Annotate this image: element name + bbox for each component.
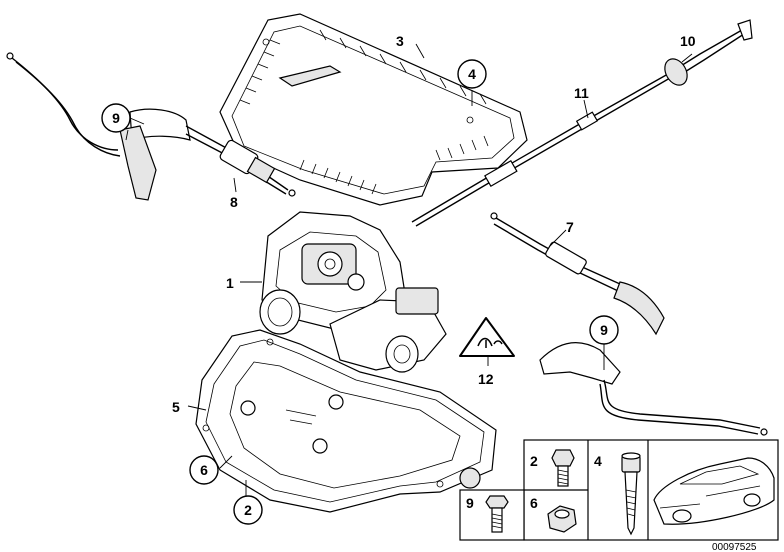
callout-9-left: 9 bbox=[101, 103, 131, 133]
callout-5-label: 5 bbox=[172, 399, 180, 415]
warning-label-part-12 bbox=[459, 317, 515, 357]
callout-12-label: 12 bbox=[478, 371, 494, 387]
bracket-right bbox=[539, 342, 768, 436]
callout-7-label: 7 bbox=[566, 219, 574, 235]
callout-10-label: 10 bbox=[680, 33, 696, 49]
callout-4-label: 4 bbox=[468, 66, 476, 82]
document-number: 00097525 bbox=[712, 542, 757, 552]
oil-pan-part-5 bbox=[195, 329, 497, 513]
callout-2-label: 2 bbox=[244, 502, 252, 518]
callout-4: 4 bbox=[457, 59, 487, 89]
callout-11-label: 11 bbox=[574, 85, 589, 101]
callout-9-right-label: 9 bbox=[600, 322, 608, 338]
flange-bolt-icon bbox=[485, 495, 509, 533]
cable-part-11 bbox=[411, 73, 671, 227]
housing-cover-part-3 bbox=[219, 13, 528, 206]
hex-bolt-icon bbox=[551, 449, 575, 487]
leader-lines bbox=[125, 43, 693, 498]
callout-8: 8 bbox=[230, 194, 238, 210]
legend-cell-9-label: 9 bbox=[466, 495, 474, 511]
callout-9-left-label: 9 bbox=[112, 110, 120, 126]
fastener-legend: 2 4 9 6 bbox=[459, 439, 779, 541]
cable-part-7 bbox=[490, 212, 665, 336]
cable-end-part-10 bbox=[664, 19, 753, 86]
callout-3: 3 bbox=[396, 33, 404, 49]
hex-nut-icon bbox=[547, 505, 577, 533]
legend-cell-2-label: 2 bbox=[530, 453, 538, 469]
callout-2: 2 bbox=[233, 495, 263, 525]
callout-12: 12 bbox=[478, 371, 494, 387]
shift-cable-assembly bbox=[6, 52, 296, 201]
legend-cell-6-label: 6 bbox=[530, 495, 538, 511]
callout-6: 6 bbox=[189, 455, 219, 485]
vehicle-silhouette-icon bbox=[653, 457, 775, 525]
callout-8-label: 8 bbox=[230, 194, 238, 210]
socket-head-screw-icon bbox=[621, 452, 641, 536]
callout-1-label: 1 bbox=[226, 275, 234, 291]
callout-5: 5 bbox=[172, 399, 180, 415]
callout-3-label: 3 bbox=[396, 33, 404, 49]
callout-6-label: 6 bbox=[200, 462, 208, 478]
callout-10: 10 bbox=[680, 33, 696, 49]
callout-1: 1 bbox=[226, 275, 234, 291]
legend-cell-4-label: 4 bbox=[594, 453, 602, 469]
callout-11: 11 bbox=[574, 85, 589, 101]
actuator-unit-part-1 bbox=[259, 211, 447, 373]
callout-9-right: 9 bbox=[589, 315, 619, 345]
callout-7: 7 bbox=[566, 219, 574, 235]
